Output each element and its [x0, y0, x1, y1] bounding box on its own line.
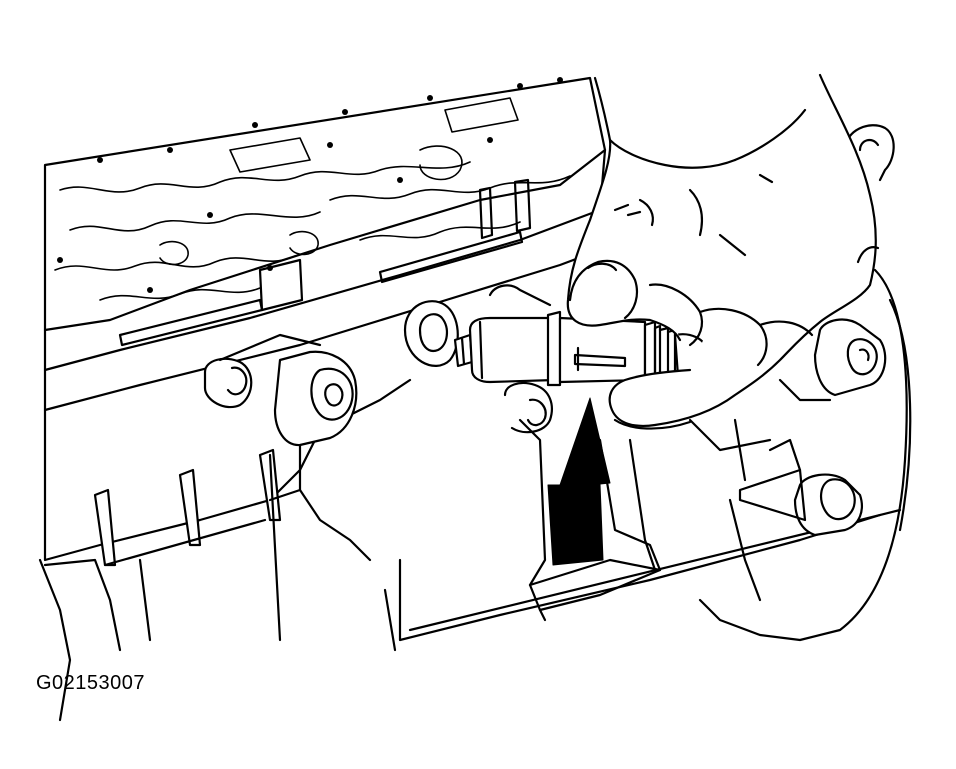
plate-passages: [55, 98, 570, 300]
transmission-case: [40, 285, 900, 720]
solenoid-spool: [455, 312, 708, 388]
up-arrow-icon: [548, 398, 610, 565]
plate-bolt-holes: [57, 77, 563, 293]
figure-code: G02153007: [36, 672, 146, 694]
right-housing: [630, 125, 910, 640]
hand: [568, 75, 878, 429]
